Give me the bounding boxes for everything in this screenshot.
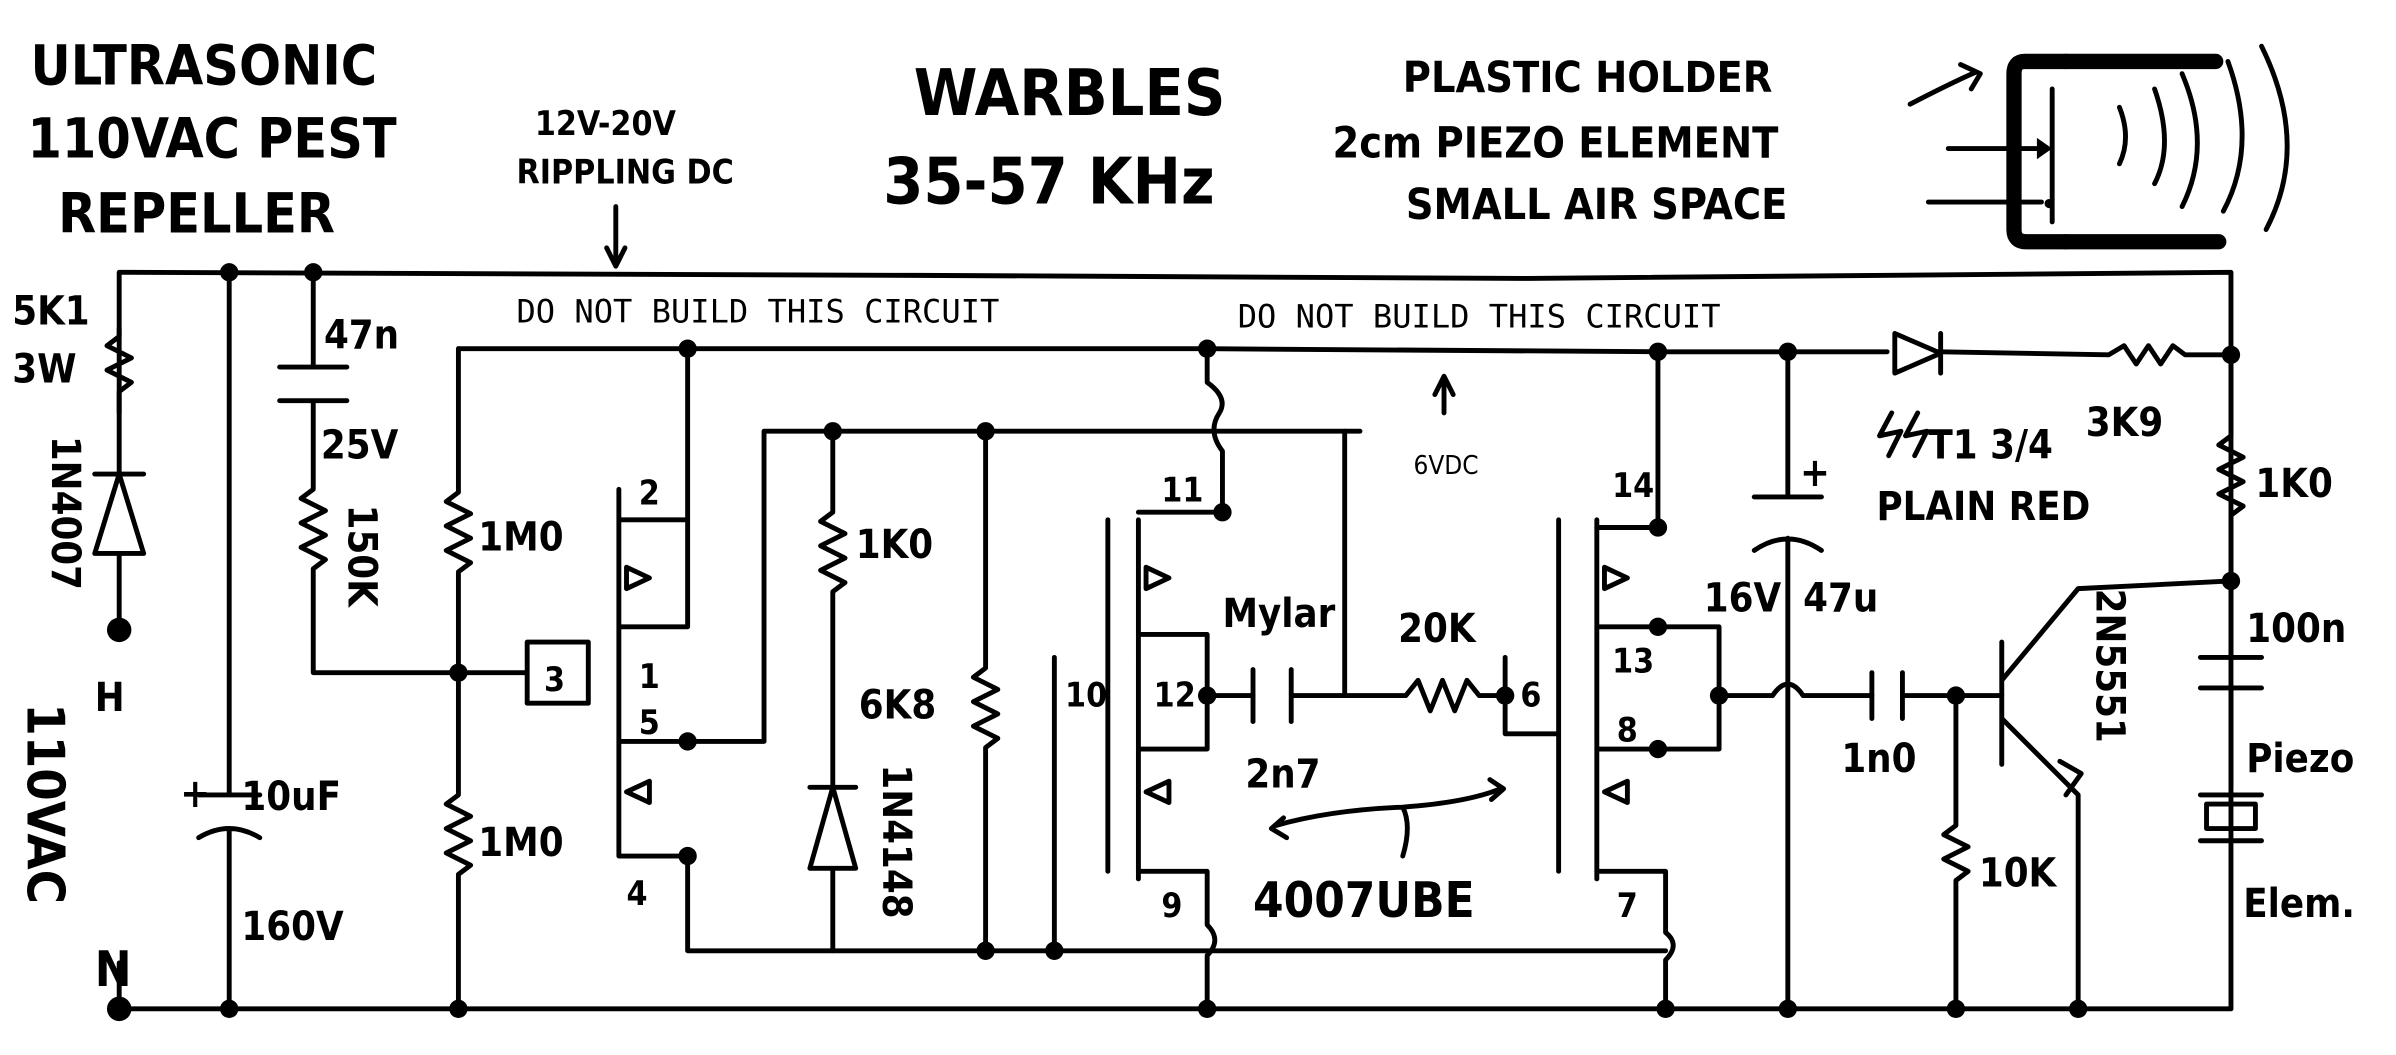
supply-voltage-label: 12V-20V	[535, 104, 677, 143]
title-line1: ULTRASONIC	[31, 33, 378, 97]
c10uf-value: 10uF	[241, 774, 341, 820]
pin-9: 9	[1161, 886, 1182, 925]
title-line2: 110VAC PEST	[28, 107, 397, 171]
mylar-label: Mylar	[1222, 591, 1335, 637]
c47n-value: 47n	[324, 313, 399, 359]
c47u-rating: 16V	[1704, 576, 1782, 622]
pin-4: 4	[627, 874, 648, 913]
r1k0-right-label: 1K0	[2255, 461, 2332, 507]
r-input-rating: 3W	[12, 346, 76, 392]
pin-2: 2	[639, 474, 660, 513]
c10uf-rating: 160V	[241, 904, 344, 950]
ic-pin-labels: 2 3 1 5 4 11 10 12 9 14 6 13 8 7	[544, 466, 1654, 925]
air-space-label: SMALL AIR SPACE	[1406, 180, 1788, 230]
wiring	[92, 269, 2264, 1012]
r10k-label: 10K	[1979, 851, 2058, 897]
light-emission-icon	[1877, 410, 1930, 459]
frequency-label: 35-57 KHz	[883, 145, 1214, 220]
c47u-polarity: +	[1800, 450, 1830, 496]
warbles-label: WARBLES	[914, 56, 1226, 131]
transistor-label: 2N5551	[2087, 589, 2133, 743]
d1n4148-label: 1N4148	[873, 764, 919, 918]
holder-label: PLASTIC HOLDER	[1403, 53, 1773, 103]
c1n0-label: 1n0	[1841, 736, 1916, 782]
junction-dots	[106, 263, 2241, 1022]
r6k8-label: 6K8	[859, 683, 936, 729]
c47u-value: 47u	[1803, 576, 1878, 622]
ic-label: 4007UBE	[1253, 872, 1475, 929]
c47n-rating: 25V	[321, 423, 399, 469]
piezo-element-label: 2cm PIEZO ELEMENT	[1332, 119, 1779, 169]
r20k-label: 20K	[1398, 606, 1477, 652]
warning-2: DO NOT BUILD THIS CIRCUIT	[1238, 297, 1721, 335]
arrow-icon	[604, 204, 628, 269]
pin-3: 3	[544, 660, 565, 699]
pin-12: 12	[1154, 675, 1196, 714]
r1m0-bot-label: 1M0	[478, 820, 563, 866]
pin-14: 14	[1612, 466, 1654, 505]
piezo-label-1: Piezo	[2246, 736, 2354, 782]
led-color-label: PLAIN RED	[1876, 484, 2090, 530]
r1m0-top-label: 1M0	[478, 514, 563, 560]
neutral-terminal	[106, 996, 132, 1022]
r3k9-label: 3K9	[2086, 400, 2163, 446]
pin-6: 6	[1520, 675, 1541, 714]
pin-5: 5	[639, 703, 660, 742]
supply-type-label: RIPPLING DC	[516, 153, 733, 192]
vdc-label: 6VDC	[1413, 451, 1478, 481]
mylar-value: 2n7	[1245, 751, 1320, 797]
title-line3: REPELLER	[58, 182, 335, 246]
mains-label: 110VAC	[15, 703, 75, 904]
piezo-label-2: Elem.	[2243, 881, 2355, 927]
hot-terminal	[106, 617, 132, 643]
d-input-label: 1N4007	[42, 436, 88, 590]
c10uf-polarity: +	[180, 771, 210, 817]
pin-11: 11	[1161, 471, 1203, 510]
warning-1: DO NOT BUILD THIS CIRCUIT	[516, 293, 999, 331]
r1k0-mid-label: 1K0	[856, 522, 933, 568]
pin-7: 7	[1617, 886, 1638, 925]
hot-label: H	[95, 675, 125, 721]
c100n-label: 100n	[2246, 606, 2346, 652]
pin-8: 8	[1617, 710, 1638, 749]
led-size-label: T1 3/4	[1928, 423, 2052, 469]
pin-10: 10	[1065, 675, 1107, 714]
sound-wave-icon	[2116, 104, 2128, 167]
neutral-label: N	[95, 941, 132, 998]
pin-1: 1	[639, 657, 660, 696]
piezo-holder-drawing	[1907, 43, 2290, 250]
r-input-value: 5K1	[12, 288, 89, 334]
r150k-label: 150K	[338, 505, 384, 609]
pin-13: 13	[1612, 642, 1654, 681]
